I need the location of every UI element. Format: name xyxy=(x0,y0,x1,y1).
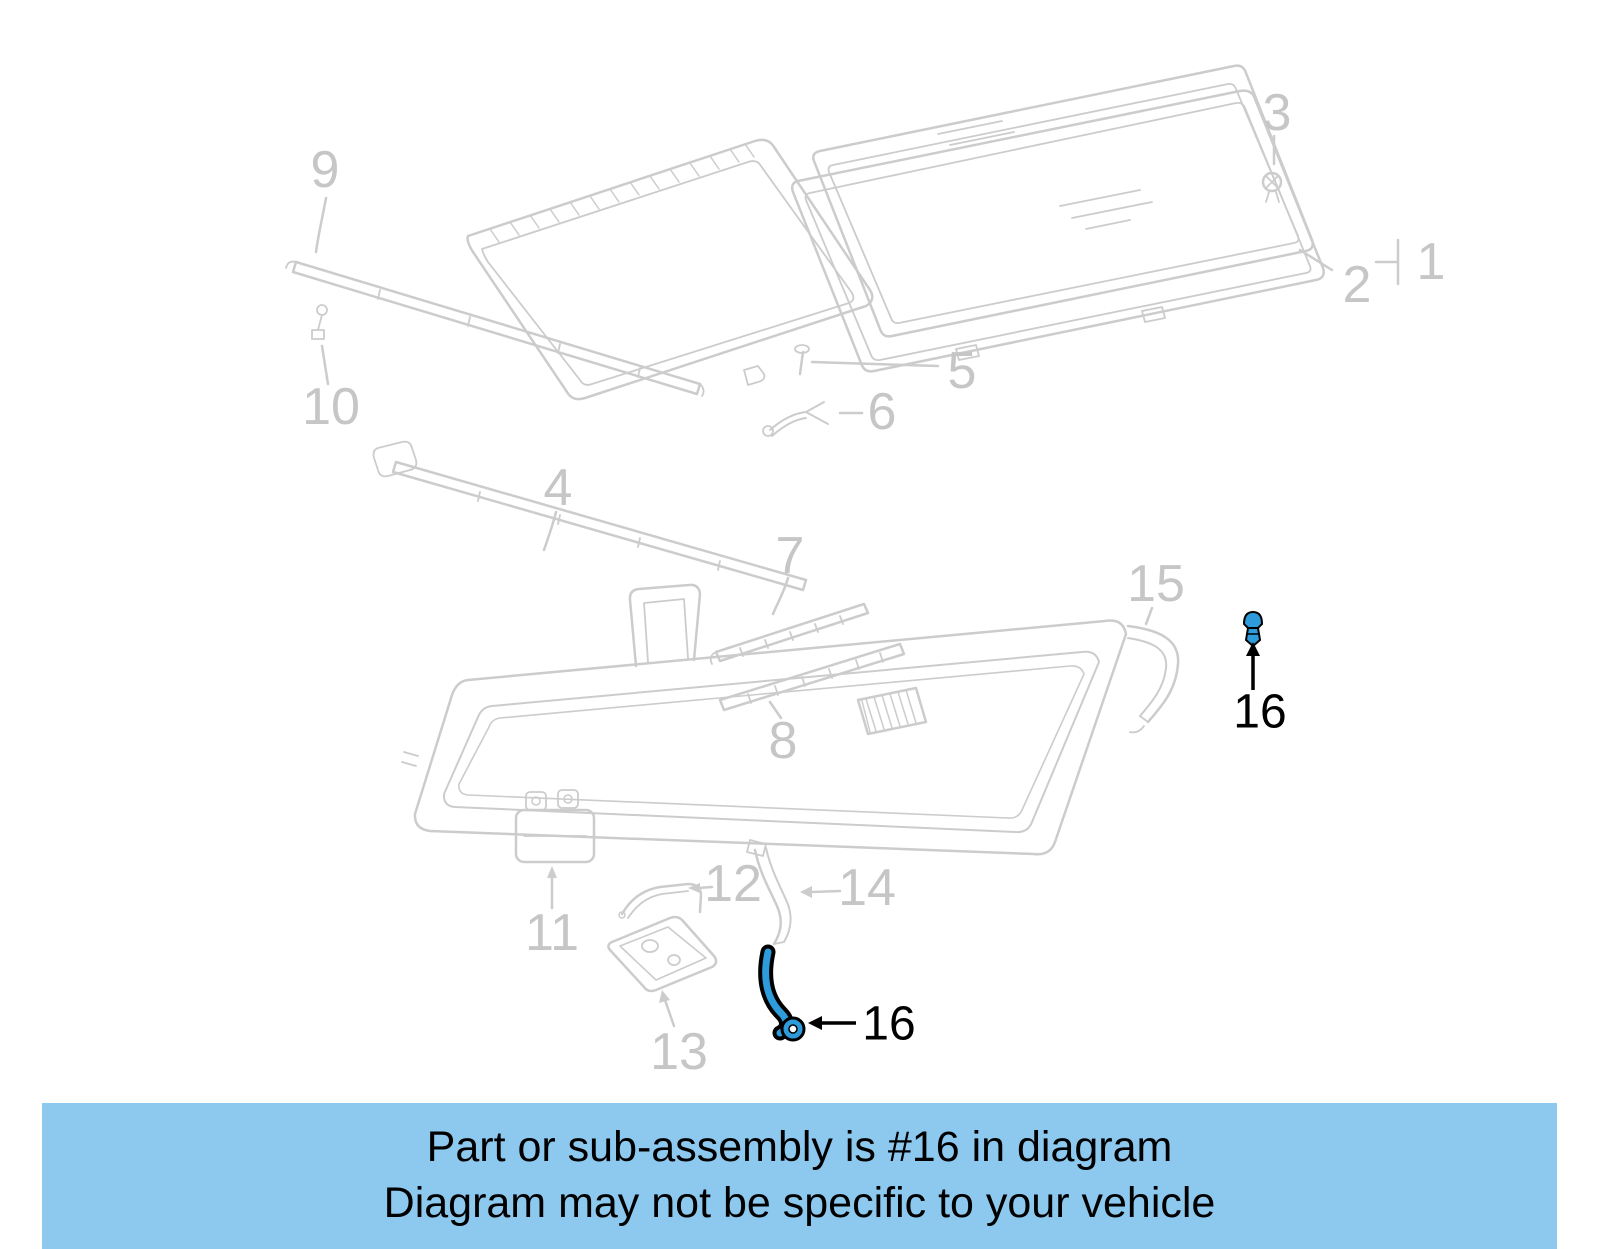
frame-hose-stub xyxy=(746,839,767,857)
part-10-clip xyxy=(311,304,330,386)
leader-10 xyxy=(320,344,330,386)
part-16-elbow-highlighted xyxy=(758,944,856,1042)
leader-8 xyxy=(768,700,783,720)
sunshade-hatching xyxy=(489,143,755,243)
part-9-trim-strip xyxy=(285,196,705,397)
part-7-rail xyxy=(709,576,870,665)
part-6-bracket xyxy=(762,401,864,437)
part-15-drain-hose xyxy=(1126,606,1180,734)
part-3-screw xyxy=(1261,134,1283,203)
part-2-seal-frame xyxy=(790,89,1325,373)
sunroof-frame xyxy=(401,583,1128,857)
leader-13 xyxy=(663,998,676,1028)
part-4-guide-strip xyxy=(372,440,808,592)
sunshade-panel xyxy=(466,138,874,401)
part-11-motor xyxy=(514,789,596,910)
part-13-plate xyxy=(607,915,718,1028)
leader-9 xyxy=(314,196,328,254)
leader-4 xyxy=(542,510,558,552)
info-banner: Part or sub-assembly is #16 in diagram D… xyxy=(42,1103,1557,1249)
glass-reflection-1 xyxy=(937,117,1015,146)
leader-15 xyxy=(1144,606,1154,626)
leader-14 xyxy=(810,889,842,894)
part-12-link xyxy=(618,882,714,919)
leader-5 xyxy=(810,360,940,368)
leader-12 xyxy=(696,885,714,890)
part-5-pin xyxy=(794,344,940,376)
part-14-drain-hose xyxy=(753,847,842,946)
glass-reflection-2 xyxy=(1059,189,1153,230)
frame-grip xyxy=(856,686,928,736)
leader-1-2 xyxy=(1298,238,1400,286)
banner-line-1: Part or sub-assembly is #16 in diagram xyxy=(426,1123,1173,1172)
part-16-clip-highlighted xyxy=(1242,610,1264,690)
banner-line-2: Diagram may not be specific to your vehi… xyxy=(383,1179,1216,1227)
part-8-rail xyxy=(718,642,906,720)
frame-top-tab xyxy=(628,583,702,668)
leader-7 xyxy=(771,576,790,616)
part-1-glass-panel xyxy=(812,64,1314,338)
